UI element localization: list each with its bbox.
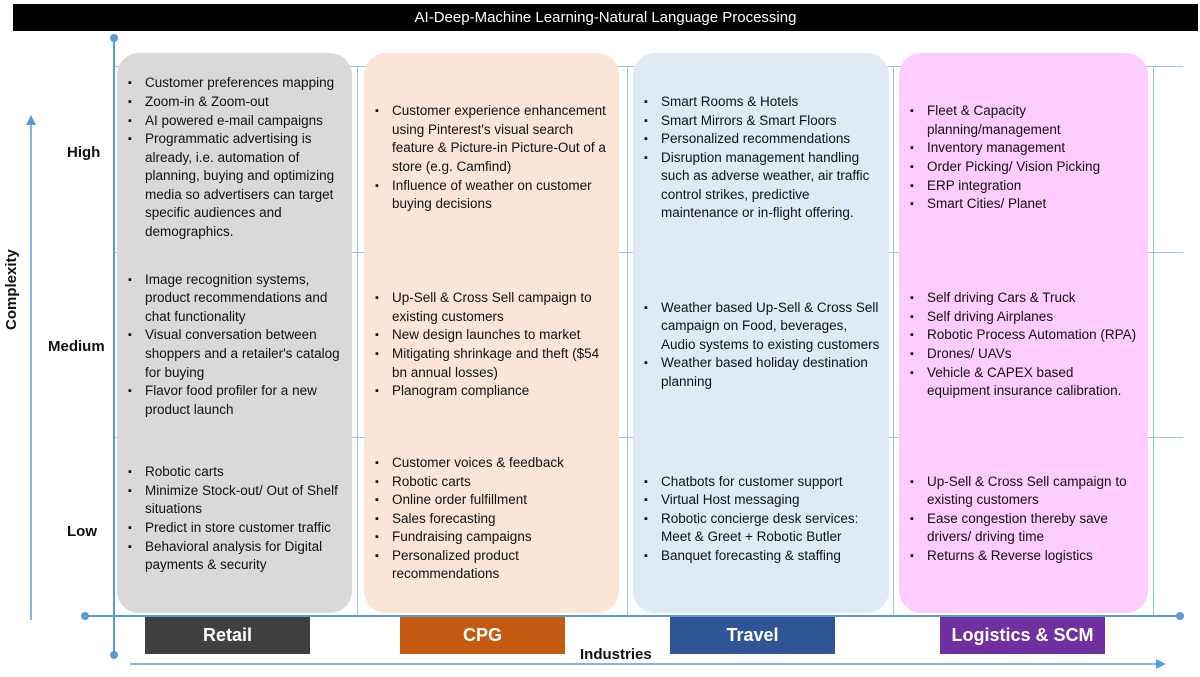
list-item: Chatbots for customer support: [644, 473, 881, 492]
list-item: Programmatic advertising is already, i.e…: [128, 130, 344, 242]
list-item: Robotic carts: [128, 463, 344, 482]
row-label-low: Low: [67, 523, 97, 540]
list-item: Behavioral analysis for Digital payments…: [128, 538, 344, 575]
column-retail: Customer preferences mappingZoom-in & Zo…: [117, 53, 352, 613]
axis-dot-top: [110, 34, 118, 42]
column-travel: Smart Rooms & HotelsSmart Mirrors & Smar…: [633, 53, 889, 613]
x-axis-line: [85, 615, 1180, 617]
grid-line-v1: [357, 66, 358, 616]
list-item: Customer experience enhancement using Pi…: [375, 102, 611, 176]
list-item: Up-Sell & Cross Sell campaign to existin…: [375, 289, 611, 326]
list-item: ERP integration: [910, 177, 1140, 196]
list-retail-low: Robotic cartsMinimize Stock-out/ Out of …: [117, 463, 352, 575]
cell-retail-low: Robotic cartsMinimize Stock-out/ Out of …: [117, 439, 352, 599]
cell-travel-low: Chatbots for customer supportVirtual Hos…: [633, 439, 889, 599]
cell-logistics-low: Up-Sell & Cross Sell campaign to existin…: [899, 439, 1148, 599]
y-axis-line: [113, 37, 115, 655]
list-item: Mitigating shrinkage and theft ($54 bn a…: [375, 345, 611, 382]
y-axis-label: Complexity: [3, 249, 20, 330]
list-travel-medium: Weather based Up-Sell & Cross Sell campa…: [633, 299, 889, 392]
list-item: Planogram compliance: [375, 382, 611, 401]
list-travel-high: Smart Rooms & HotelsSmart Mirrors & Smar…: [633, 93, 889, 223]
list-item: Smart Rooms & Hotels: [644, 93, 881, 112]
list-item: Virtual Host messaging: [644, 491, 881, 510]
axis-dot-left: [81, 612, 89, 620]
list-item: Robotic carts: [375, 473, 611, 492]
cell-cpg-medium: Up-Sell & Cross Sell campaign to existin…: [364, 252, 619, 438]
list-item: Influence of weather on customer buying …: [375, 177, 611, 214]
industry-label-cpg: CPG: [400, 617, 565, 654]
list-item: Personalized product recommendations: [375, 547, 611, 584]
complexity-arrow: [26, 115, 36, 620]
title-bar: AI-Deep-Machine Learning-Natural Languag…: [13, 4, 1198, 31]
cell-travel-medium: Weather based Up-Sell & Cross Sell campa…: [633, 252, 889, 438]
list-cpg-high: Customer experience enhancement using Pi…: [364, 102, 619, 214]
cell-cpg-high: Customer experience enhancement using Pi…: [364, 65, 619, 251]
row-label-medium: Medium: [48, 338, 105, 355]
list-item: Disruption management handling such as a…: [644, 149, 881, 223]
list-item: Banquet forecasting & staffing: [644, 547, 881, 566]
row-label-high: High: [67, 144, 101, 161]
list-item: Robotic concierge desk services: Meet & …: [644, 510, 881, 547]
list-item: New design launches to market: [375, 326, 611, 345]
cell-travel-high: Smart Rooms & HotelsSmart Mirrors & Smar…: [633, 65, 889, 251]
cell-cpg-low: Customer voices & feedbackRobotic cartsO…: [364, 439, 619, 599]
list-item: Weather based Up-Sell & Cross Sell campa…: [644, 299, 881, 355]
list-item: AI powered e-mail campaigns: [128, 112, 344, 131]
list-item: Vehicle & CAPEX based equipment insuranc…: [910, 364, 1140, 401]
cell-logistics-medium: Self driving Cars & TruckSelf driving Ai…: [899, 252, 1148, 438]
list-item: Customer voices & feedback: [375, 454, 611, 473]
industries-arrow: [130, 659, 1166, 669]
list-item: Drones/ UAVs: [910, 345, 1140, 364]
industry-label-retail: Retail: [145, 617, 310, 654]
list-item: Minimize Stock-out/ Out of Shelf situati…: [128, 482, 344, 519]
list-item: Visual conversation between shoppers and…: [128, 326, 344, 382]
list-item: Ease congestion thereby save drivers/ dr…: [910, 510, 1140, 547]
list-item: Smart Mirrors & Smart Floors: [644, 112, 881, 131]
list-item: Fleet & Capacity planning/management: [910, 102, 1140, 139]
list-item: Returns & Reverse logistics: [910, 547, 1140, 566]
list-item: Flavor food profiler for a new product l…: [128, 382, 344, 419]
list-item: Sales forecasting: [375, 510, 611, 529]
industry-label-logistics: Logistics & SCM: [940, 617, 1105, 654]
list-retail-high: Customer preferences mappingZoom-in & Zo…: [117, 74, 352, 241]
list-logistics-low: Up-Sell & Cross Sell campaign to existin…: [899, 473, 1148, 566]
industry-label-travel: Travel: [670, 617, 835, 654]
grid-line-v3: [893, 66, 894, 616]
list-item: Customer preferences mapping: [128, 74, 344, 93]
cell-retail-medium: Image recognition systems, product recom…: [117, 252, 352, 438]
list-item: Inventory management: [910, 139, 1140, 158]
list-item: Self driving Airplanes: [910, 308, 1140, 327]
list-item: Robotic Process Automation (RPA): [910, 326, 1140, 345]
x-axis-label: Industries: [580, 646, 652, 663]
column-logistics: Fleet & Capacity planning/managementInve…: [899, 53, 1148, 613]
list-retail-medium: Image recognition systems, product recom…: [117, 271, 352, 420]
list-logistics-medium: Self driving Cars & TruckSelf driving Ai…: [899, 289, 1148, 401]
list-item: Fundraising campaigns: [375, 528, 611, 547]
list-cpg-medium: Up-Sell & Cross Sell campaign to existin…: [364, 289, 619, 401]
axis-dot-right: [1176, 612, 1184, 620]
list-item: Online order fulfillment: [375, 491, 611, 510]
cell-retail-high: Customer preferences mappingZoom-in & Zo…: [117, 65, 352, 251]
list-item: Zoom-in & Zoom-out: [128, 93, 344, 112]
list-travel-low: Chatbots for customer supportVirtual Hos…: [633, 473, 889, 566]
cell-logistics-high: Fleet & Capacity planning/managementInve…: [899, 65, 1148, 251]
list-item: Self driving Cars & Truck: [910, 289, 1140, 308]
list-item: Smart Cities/ Planet: [910, 195, 1140, 214]
list-item: Image recognition systems, product recom…: [128, 271, 344, 327]
axis-dot-bottom: [110, 651, 118, 659]
column-cpg: Customer experience enhancement using Pi…: [364, 53, 619, 613]
list-item: Predict in store customer traffic: [128, 519, 344, 538]
list-item: Order Picking/ Vision Picking: [910, 158, 1140, 177]
list-item: Up-Sell & Cross Sell campaign to existin…: [910, 473, 1140, 510]
list-cpg-low: Customer voices & feedbackRobotic cartsO…: [364, 454, 619, 584]
list-logistics-high: Fleet & Capacity planning/managementInve…: [899, 102, 1148, 214]
grid-line-v2: [627, 66, 628, 616]
grid-line-v4: [1153, 66, 1154, 616]
list-item: Personalized recommendations: [644, 130, 881, 149]
list-item: Weather based holiday destination planni…: [644, 354, 881, 391]
